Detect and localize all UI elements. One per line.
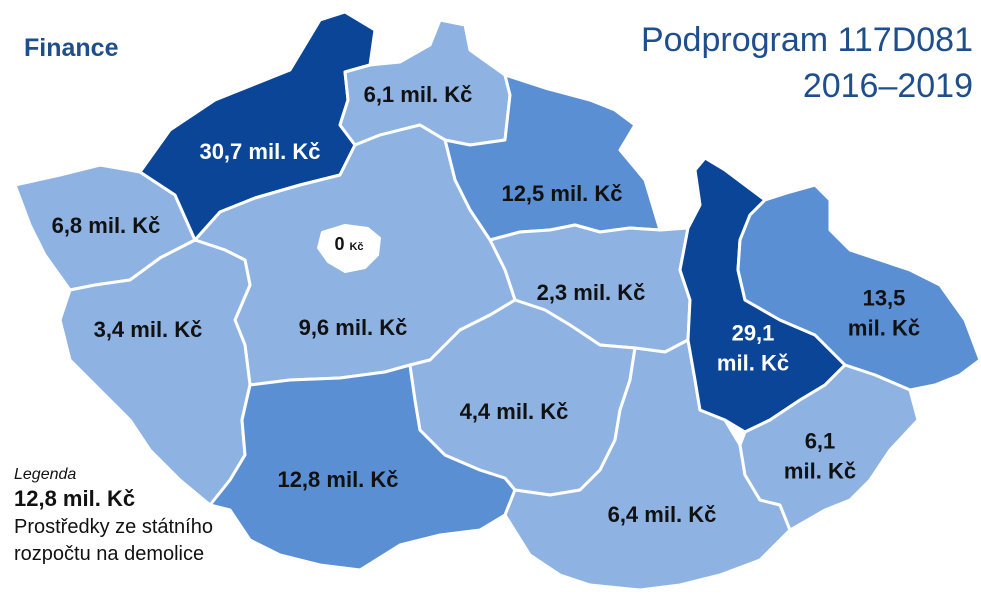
label-olomouc-line1: 29,1	[731, 320, 775, 346]
label-hradec: 12,5 mil. Kč	[501, 181, 623, 207]
page-title: Podprogram 117D081 2016–2019	[641, 18, 973, 110]
label-moravia-silesia: 13,5 mil. Kč	[848, 283, 920, 342]
finance-label: Finance	[24, 34, 119, 62]
legend-description: Prostředky ze státního rozpočtu na demol…	[14, 514, 213, 568]
legend-description-line2: rozpočtu na demolice	[14, 543, 205, 565]
region-moravia-silesia[interactable]	[736, 183, 981, 392]
label-pardubice: 2,3 mil. Kč	[536, 280, 646, 306]
label-liberec: 6,1 mil. Kč	[363, 82, 473, 108]
legend-title: Legenda	[14, 466, 77, 483]
label-olomouc: 29,1 mil. Kč	[717, 318, 789, 377]
label-usti: 30,7 mil. Kč	[199, 139, 321, 165]
label-vysocina: 4,4 mil. Kč	[459, 399, 569, 425]
label-central-bohemia: 9,6 mil. Kč	[298, 315, 408, 341]
label-zlin-line1: 6,1	[804, 428, 836, 454]
legend-description-line1: Prostředky ze státního	[14, 516, 213, 538]
label-zlin-line2: mil. Kč	[783, 458, 857, 483]
label-moravia-silesia-line1: 13,5	[862, 285, 906, 311]
label-plzen: 3,4 mil. Kč	[93, 317, 203, 343]
region-prague[interactable]	[317, 224, 381, 273]
title-years: 2016–2019	[802, 66, 973, 105]
label-zlin: 6,1 mil. Kč	[784, 426, 856, 485]
label-south-moravia: 6,4 mil. Kč	[607, 502, 717, 528]
label-karlovy-vary: 6,8 mil. Kč	[51, 213, 161, 239]
region-zlin[interactable]	[738, 363, 920, 532]
label-olomouc-line2: mil. Kč	[716, 350, 790, 375]
label-south-bohemia: 12,8 mil. Kč	[277, 467, 399, 493]
legend: Legenda 12,8 mil. Kč Prostředky ze státn…	[14, 466, 213, 568]
label-prague-unit: Kč	[349, 240, 364, 253]
label-prague: 0 Kč	[334, 232, 363, 256]
title-program: Podprogram 117D081	[640, 21, 973, 59]
legend-value: 12,8 mil. Kč	[14, 486, 136, 511]
label-moravia-silesia-line2: mil. Kč	[847, 315, 921, 340]
label-prague-value: 0	[334, 233, 345, 254]
